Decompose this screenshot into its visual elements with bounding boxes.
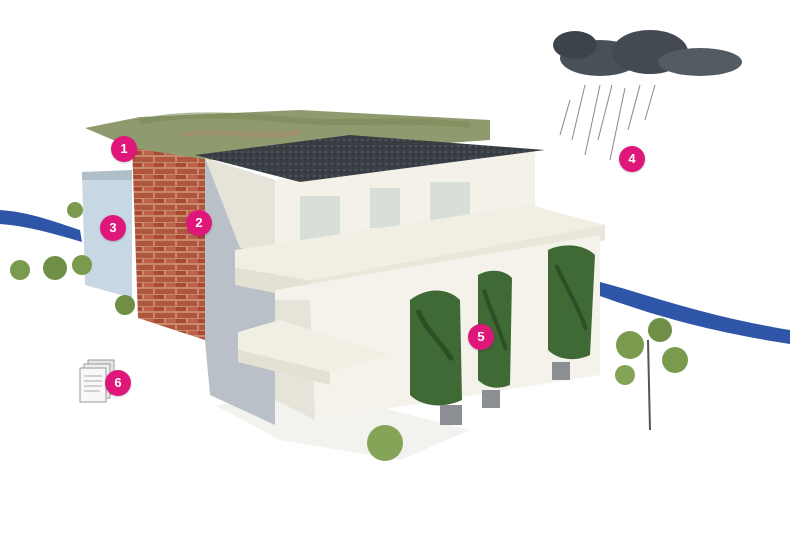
upper-balcony — [235, 205, 605, 280]
lower-balcony — [238, 320, 390, 372]
brick-facade — [132, 145, 205, 340]
plant-column-2 — [478, 270, 512, 408]
marker-6[interactable]: 6 — [105, 370, 131, 396]
ground-shadow — [215, 395, 470, 460]
marker-1[interactable]: 1 — [111, 136, 137, 162]
rain-cloud-icon — [553, 30, 742, 161]
plant-column-3 — [548, 245, 595, 380]
marker-5[interactable]: 5 — [468, 324, 494, 350]
marker-2[interactable]: 2 — [186, 210, 212, 236]
river-right — [600, 282, 790, 344]
marker-3[interactable]: 3 — [100, 215, 126, 241]
tree-icon — [615, 318, 688, 431]
dark-roof — [195, 135, 545, 182]
river-left — [0, 210, 82, 242]
marker-4[interactable]: 4 — [619, 146, 645, 172]
plant-column-1 — [410, 290, 462, 425]
shrub-icon — [10, 202, 403, 461]
